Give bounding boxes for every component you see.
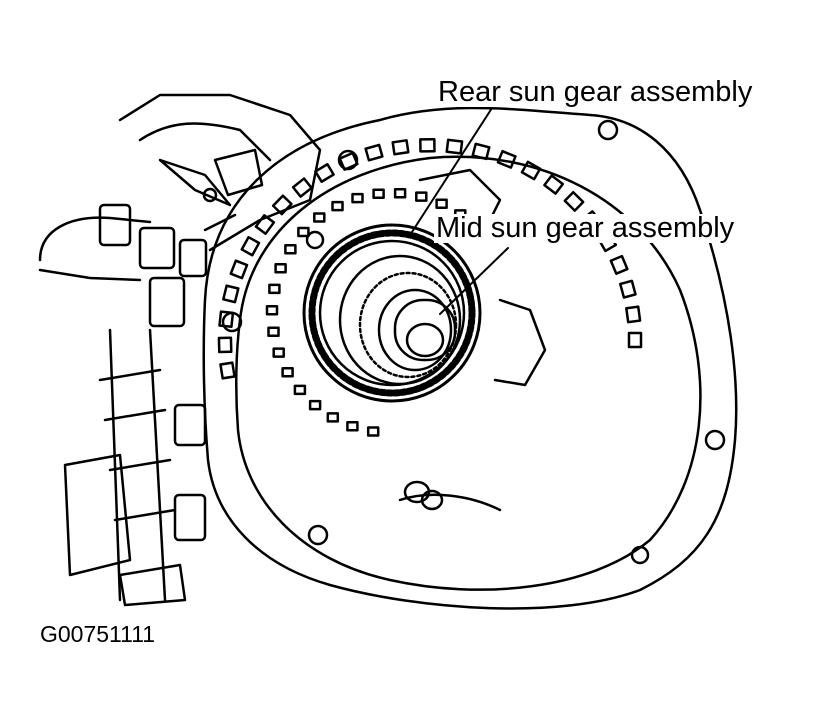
slot	[291, 177, 313, 198]
inner-slot	[351, 192, 364, 204]
inner-slot	[331, 200, 344, 212]
inner-slot	[281, 366, 294, 378]
slot	[229, 259, 249, 280]
slot	[496, 149, 517, 169]
inner-slot	[272, 347, 285, 358]
slot	[471, 142, 491, 161]
inner-slot	[297, 226, 310, 238]
slot	[217, 336, 233, 354]
slot	[445, 138, 464, 155]
inner-slot	[267, 326, 280, 338]
inner-slot	[326, 412, 340, 423]
rear-sun-gear-leader	[411, 107, 493, 233]
slot	[627, 331, 643, 349]
slot	[609, 254, 629, 275]
rear-sun-gear-label: Rear sun gear assembly	[436, 76, 755, 108]
slot	[222, 284, 240, 304]
inner-slot	[265, 305, 279, 316]
inner-slot	[415, 191, 428, 202]
transmission-case	[202, 106, 738, 610]
inner-slot	[274, 263, 287, 274]
slot	[219, 361, 236, 380]
inner-slot	[284, 243, 297, 255]
slot	[271, 194, 293, 216]
slot	[520, 160, 542, 181]
slot	[619, 279, 637, 299]
inner-slot	[372, 188, 385, 200]
leader-lines	[411, 107, 509, 315]
inner-slot	[346, 421, 359, 432]
mid-sun-gear-label: Mid sun gear assembly	[434, 212, 737, 244]
valve-body-and-harness	[38, 93, 322, 607]
slot	[240, 235, 261, 257]
slot	[314, 163, 335, 183]
slot	[625, 305, 642, 324]
mid-sun-gear-leader	[439, 247, 509, 315]
slot	[364, 143, 384, 162]
inner-slot	[293, 384, 307, 396]
inner-slot	[435, 198, 448, 209]
slot	[419, 137, 436, 153]
inner-slot	[308, 399, 322, 411]
mid-sun-gear	[338, 254, 462, 386]
inner-slot	[366, 426, 380, 437]
slot	[218, 310, 235, 329]
rear-sun-gear	[302, 223, 482, 403]
figure-id: G00751111	[40, 621, 156, 647]
slot	[563, 190, 585, 212]
slot	[254, 214, 276, 235]
inner-slot	[268, 283, 281, 295]
slot	[543, 174, 565, 195]
slot	[391, 139, 410, 156]
slot	[338, 151, 359, 171]
inner-slot	[313, 212, 326, 223]
inner-slot	[393, 188, 407, 199]
